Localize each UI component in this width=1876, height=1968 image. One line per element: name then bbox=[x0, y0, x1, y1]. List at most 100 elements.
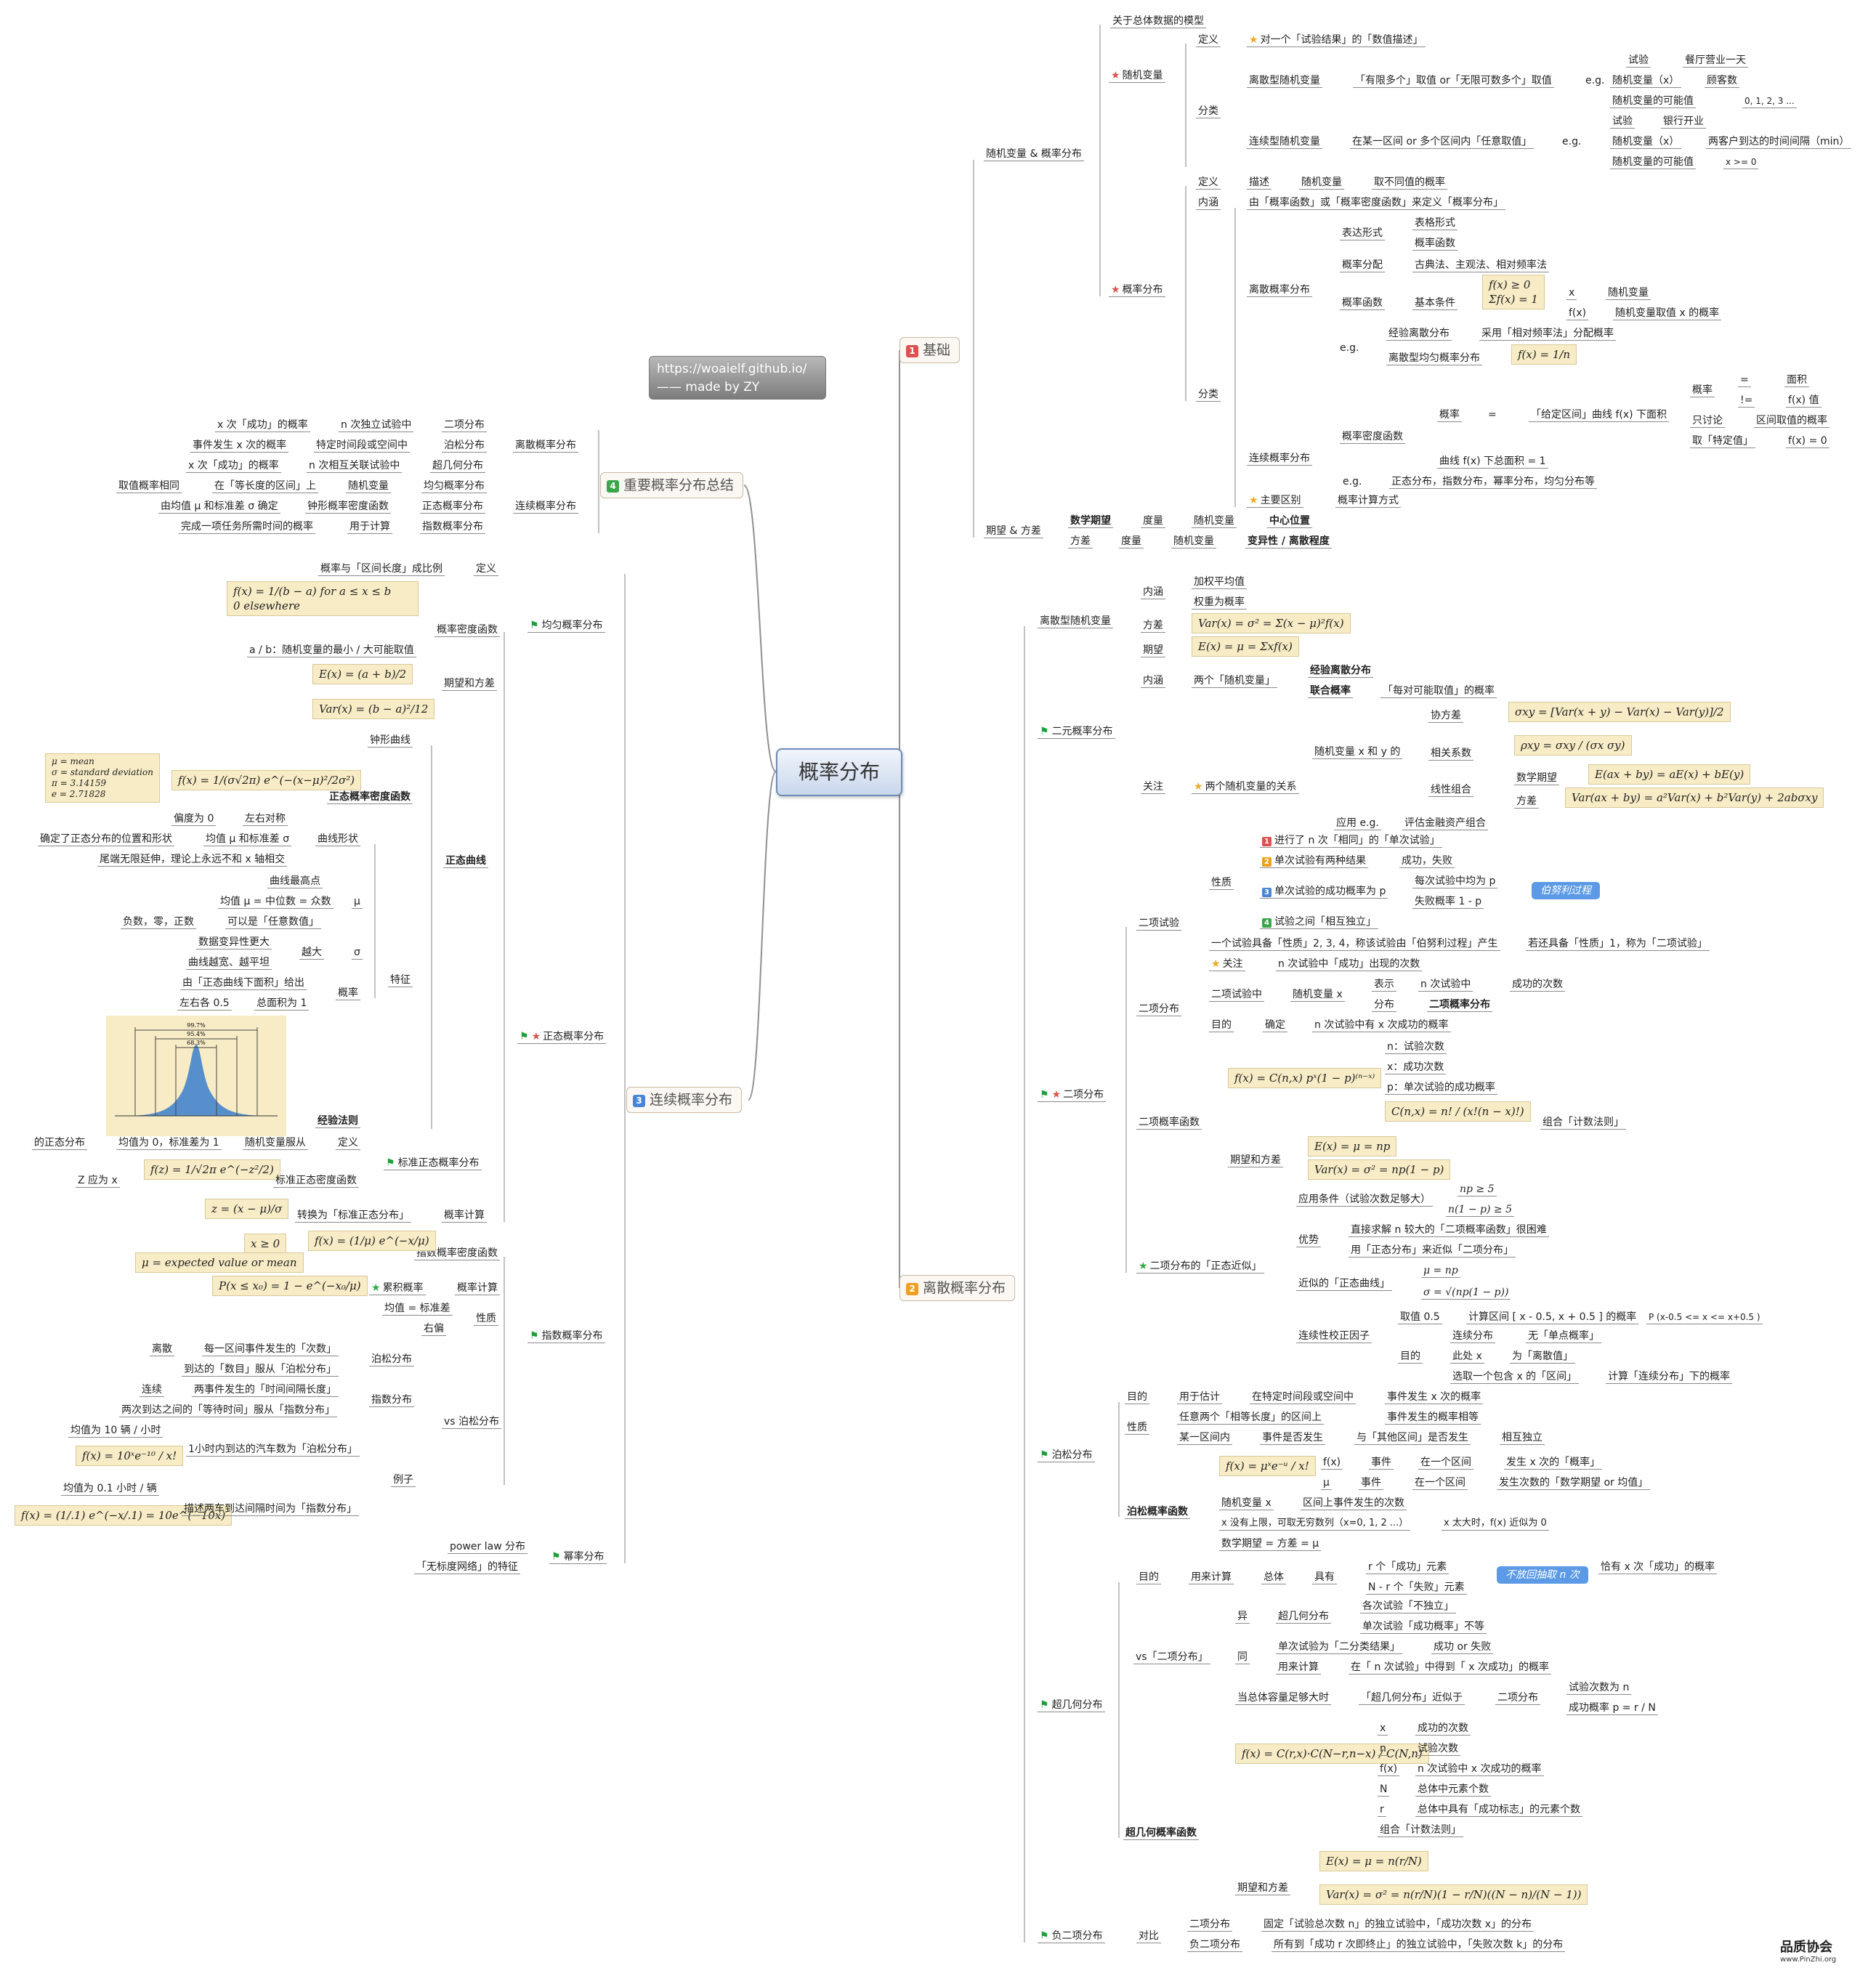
node-exp-p1[interactable]: 均值 = 标准差 bbox=[382, 1302, 453, 1316]
node-binomial[interactable]: ⚑★二项分布 bbox=[1038, 1088, 1107, 1102]
node-hpf-x[interactable]: x bbox=[1378, 1722, 1388, 1736]
node-uni-ev[interactable]: 期望和方差 bbox=[442, 677, 497, 691]
node-bt-focus-v[interactable]: n 次试验中「成功」出现的次数 bbox=[1276, 957, 1423, 971]
node-exp-prop[interactable]: 性质 bbox=[474, 1312, 498, 1326]
node-bpf[interactable]: 二项概率函数 bbox=[1136, 1116, 1202, 1130]
node-ppf-inf[interactable]: x 没有上限，可取无穷数列（x=0, 1, 2 ...） bbox=[1219, 1517, 1411, 1531]
node-drv-in2[interactable]: 权重为概率 bbox=[1192, 596, 1247, 610]
node-expr-table[interactable]: 表格形式 bbox=[1412, 216, 1457, 230]
node-ev2b[interactable]: 随机变量 bbox=[1171, 535, 1216, 548]
node-std1[interactable]: 的正态分布 bbox=[32, 1136, 87, 1150]
node-uniform-discrete[interactable]: 离散型均匀概率分布 bbox=[1386, 352, 1482, 365]
node-hpf-rv[interactable]: 总体中具有「成功标志」的元素个数 bbox=[1415, 1803, 1582, 1817]
node-ev2c[interactable]: 变异性 / 离散程度 bbox=[1245, 535, 1332, 548]
node-sum-continuous[interactable]: 连续概率分布 bbox=[513, 500, 578, 514]
node-sm1a[interactable]: x 次「成功」的概率 bbox=[215, 418, 310, 432]
node-hyp-goal[interactable]: 目的 bbox=[1136, 1571, 1161, 1584]
node-nprob[interactable]: 概率 bbox=[336, 987, 360, 1000]
node-bi-in3[interactable]: 联合概率 bbox=[1308, 684, 1353, 698]
node-trial-c-value[interactable]: 银行开业 bbox=[1661, 115, 1706, 129]
node-mu1[interactable]: 曲线最高点 bbox=[267, 875, 323, 888]
node-uniform[interactable]: ⚑均匀概率分布 bbox=[527, 619, 605, 633]
author-credit[interactable]: https://woaielf.github.io/ —— made by ZY bbox=[649, 356, 826, 400]
node-pdf[interactable]: 概率密度函数 bbox=[1340, 430, 1405, 444]
node-bpf-c2[interactable]: 组合「计数法则」 bbox=[1540, 1116, 1626, 1130]
node-pd-in[interactable]: 内涵 bbox=[1196, 196, 1221, 210]
node-expr[interactable]: 表达形式 bbox=[1340, 227, 1385, 240]
node-fx-x[interactable]: x bbox=[1566, 286, 1577, 300]
node-uni-ab[interactable]: a / b：随机变量的最小 / 大可能取值 bbox=[247, 644, 416, 657]
node-possible-values-c-v[interactable]: x >= 0 bbox=[1723, 155, 1759, 169]
node-basic-cond[interactable]: 基本条件 bbox=[1412, 296, 1457, 310]
node-rv-distribution[interactable]: 随机变量 & 概率分布 bbox=[984, 147, 1084, 161]
node-hyp-g2[interactable]: 总体 bbox=[1261, 1571, 1286, 1584]
node-nb2[interactable]: 负二项分布 bbox=[1187, 1938, 1242, 1952]
node-bd-goal2[interactable]: n 次试验中有 x 次成功的概率 bbox=[1312, 1019, 1451, 1032]
node-cc-v[interactable]: 取值 0.5 bbox=[1398, 1311, 1442, 1324]
node-hpf[interactable]: 超几何概率函数 bbox=[1123, 1826, 1199, 1840]
node-poi-p2[interactable]: 某一区间内 bbox=[1177, 1431, 1232, 1445]
node-lin-v[interactable]: 方差 bbox=[1514, 795, 1539, 809]
node-same2v[interactable]: 在「 n 次试验」中得到「 x 次成功」的概率 bbox=[1349, 1661, 1551, 1675]
node-bi-xy[interactable]: 随机变量 x 和 y 的 bbox=[1312, 745, 1403, 759]
node-cov[interactable]: 协方差 bbox=[1428, 709, 1463, 723]
node-sm3b[interactable]: n 次相互关联试验中 bbox=[307, 459, 403, 473]
node-hyp-g6[interactable]: 恰有 x 次「成功」的概率 bbox=[1598, 1560, 1718, 1574]
node-ex2[interactable]: 均值为 0.1 小时 / 辆 bbox=[61, 1482, 159, 1496]
node-prob-v[interactable]: 「给定区间」曲线 f(x) 下面积 bbox=[1529, 408, 1670, 422]
node-discrete-rv2[interactable]: 离散型随机变量 bbox=[1038, 615, 1113, 628]
node-uni-def[interactable]: 定义 bbox=[474, 562, 498, 576]
node-hpf-Nv[interactable]: 总体中元素个数 bbox=[1415, 1783, 1491, 1797]
node-poi-p2b[interactable]: 与「其他区间」是否发生 bbox=[1354, 1431, 1471, 1445]
node-continuous-pd[interactable]: 连续概率分布 bbox=[1247, 452, 1312, 466]
node-app-v[interactable]: 评估金融资产组合 bbox=[1402, 817, 1488, 830]
node-nb1v[interactable]: 固定「试验总次数 n」的独立试验中，「成功次数 x」的分布 bbox=[1261, 1918, 1535, 1932]
node-bd1[interactable]: 二项试验中 bbox=[1209, 988, 1264, 1002]
node-mu[interactable]: μ bbox=[352, 895, 363, 909]
node-cc[interactable]: 连续性校正因子 bbox=[1296, 1329, 1372, 1343]
node-poi-goal[interactable]: 目的 bbox=[1125, 1390, 1149, 1404]
node-bi-in1[interactable]: 两个「随机变量」 bbox=[1192, 674, 1277, 688]
node-drv-e[interactable]: 期望 bbox=[1141, 644, 1165, 657]
node-total-area[interactable]: 曲线 f(x) 下总面积 = 1 bbox=[1437, 455, 1548, 469]
node-sm2a[interactable]: 事件发生 x 次的概率 bbox=[190, 439, 289, 453]
node-vsp-e2[interactable]: 两次到达之间的「等待时间」服从「指数分布」 bbox=[119, 1404, 337, 1417]
node-vsp-e1v[interactable]: 两事件发生的「时间间隔长度」 bbox=[192, 1383, 339, 1397]
node-mu3[interactable]: 负数，零，正数 bbox=[121, 915, 196, 929]
node-pr-ne-v[interactable]: f(x) 值 bbox=[1786, 394, 1822, 408]
node-prob-func[interactable]: 概率函数 bbox=[1340, 296, 1385, 310]
node-ev1c[interactable]: 中心位置 bbox=[1267, 514, 1312, 528]
node-ppf-ev[interactable]: 数学期望 = 方差 = μ bbox=[1219, 1537, 1322, 1551]
node-std4[interactable]: 定义 bbox=[336, 1136, 360, 1150]
node-bivariate[interactable]: ⚑二元概率分布 bbox=[1038, 725, 1115, 739]
node-hpf-c[interactable]: 组合「计数法则」 bbox=[1378, 1823, 1463, 1837]
node-lin[interactable]: 线性组合 bbox=[1428, 783, 1473, 797]
node-sm4c[interactable]: 随机变量 bbox=[346, 479, 391, 493]
node-same[interactable]: 同 bbox=[1235, 1651, 1250, 1664]
node-hyp-g1[interactable]: 用来计算 bbox=[1189, 1571, 1234, 1584]
node-bi-rel[interactable]: ★两个随机变量的关系 bbox=[1192, 780, 1299, 794]
node-p3a[interactable]: 每次试验中均为 p bbox=[1412, 875, 1498, 888]
node-sh3[interactable]: 尾端无限延伸，理论上永远不和 x 轴相交 bbox=[97, 853, 288, 867]
node-sh2v[interactable]: 均值 μ 和标准差 σ bbox=[203, 833, 292, 846]
node-poi-p2a[interactable]: 事件是否发生 bbox=[1260, 1431, 1325, 1445]
node-poi-g1[interactable]: 用于估计 bbox=[1177, 1390, 1222, 1404]
node-na-mu[interactable]: μ = np bbox=[1421, 1264, 1460, 1278]
node-trial[interactable]: 试验 bbox=[1626, 54, 1651, 68]
node-discrete-rv[interactable]: 离散型随机变量 bbox=[1247, 74, 1322, 88]
node-empirical-v[interactable]: 采用「相对频率法」分配概率 bbox=[1479, 327, 1616, 341]
node-vsp-p[interactable]: 泊松分布 bbox=[369, 1353, 414, 1366]
node-pow2[interactable]: 「无标度网络」的特征 bbox=[414, 1560, 520, 1574]
node-vs-binom[interactable]: vs「二项分布」 bbox=[1133, 1651, 1210, 1664]
node-ppf-xv[interactable]: 区间上事件发生的次数 bbox=[1301, 1497, 1407, 1510]
node-ev1b[interactable]: 随机变量 bbox=[1192, 514, 1237, 528]
node-hpf-N[interactable]: N bbox=[1378, 1783, 1390, 1797]
node-fx-f-v[interactable]: 随机变量取值 x 的概率 bbox=[1613, 307, 1722, 320]
node-sm5a[interactable]: 由均值 μ 和标准差 σ 确定 bbox=[158, 500, 280, 514]
node-normal-curve[interactable]: 正态曲线 bbox=[443, 854, 488, 868]
node-ppf[interactable]: 泊松概率函数 bbox=[1125, 1505, 1190, 1519]
node-bd4[interactable]: 分布 bbox=[1372, 998, 1396, 1012]
node-normal-approx[interactable]: ★二项分布的「正态近似」 bbox=[1136, 1260, 1264, 1273]
